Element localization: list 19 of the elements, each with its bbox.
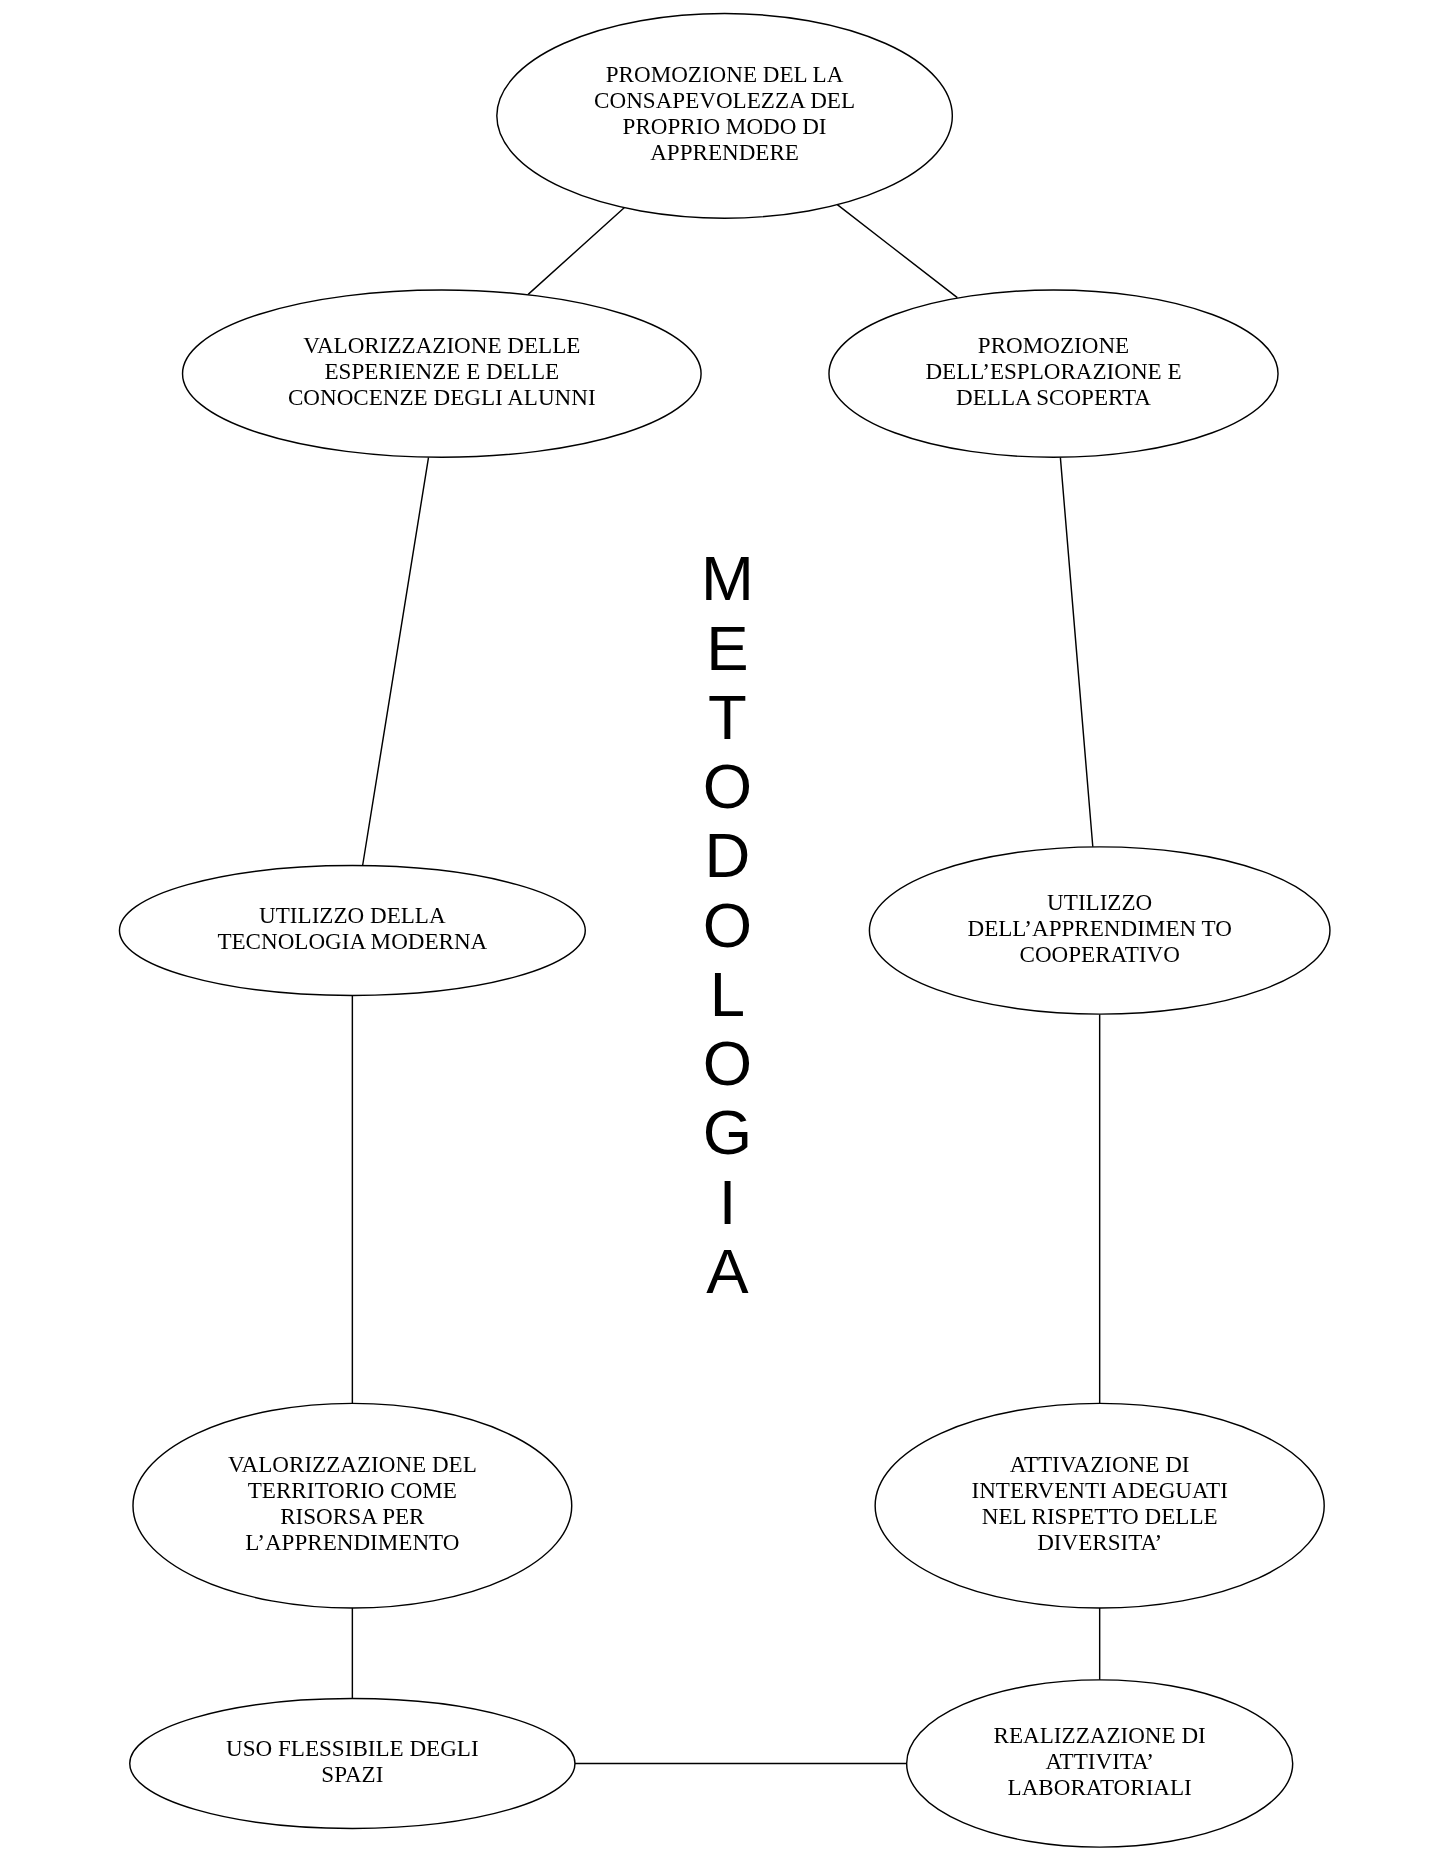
node-ellipse: USO FLESSIBILE DEGLI SPAZI bbox=[129, 1697, 576, 1830]
node-ellipse: UTILIZZO DELLA TECNOLOGIA MODERNA bbox=[118, 864, 586, 997]
node-ellipse: VALORIZZAZIONE DELLE ESPERIENZE E DELLE CONOCENZE DEGLI ALUNNI bbox=[181, 289, 702, 458]
node-ellipse: REALIZZAZIONE DI ATTIVITA’ LABORATORIALI bbox=[905, 1679, 1294, 1848]
node-ellipse: VALORIZZAZIONE DEL TERRITORIO COME RISORSA PER L’APPRENDIMENTO bbox=[132, 1402, 573, 1609]
connector bbox=[527, 206, 626, 296]
node-ellipse: UTILIZZO DELL’APPRENDIMEN TO COOPERATIVO bbox=[868, 846, 1331, 1015]
connector bbox=[1098, 1013, 1101, 1405]
connector bbox=[351, 1607, 354, 1699]
connector bbox=[361, 456, 430, 866]
connector bbox=[351, 995, 354, 1404]
connector bbox=[1098, 1607, 1101, 1681]
node-ellipse: ATTIVAZIONE DI INTERVENTI ADEGUATI NEL RISPETTO DELLE DIVERSITA’ bbox=[874, 1402, 1325, 1609]
node-ellipse: PROMOZIONE DELL’ESPLORAZIONE E DELLA SCOPERTA bbox=[828, 289, 1279, 458]
connector bbox=[1059, 456, 1094, 848]
label: METODOLOGIA bbox=[701, 543, 754, 1306]
node-ellipse: PROMOZIONE DEL LA CONSAPEVOLEZZA DEL PROPRIO MODO DI APPRENDERE bbox=[496, 12, 954, 219]
connector bbox=[836, 203, 959, 299]
connector bbox=[574, 1762, 908, 1765]
